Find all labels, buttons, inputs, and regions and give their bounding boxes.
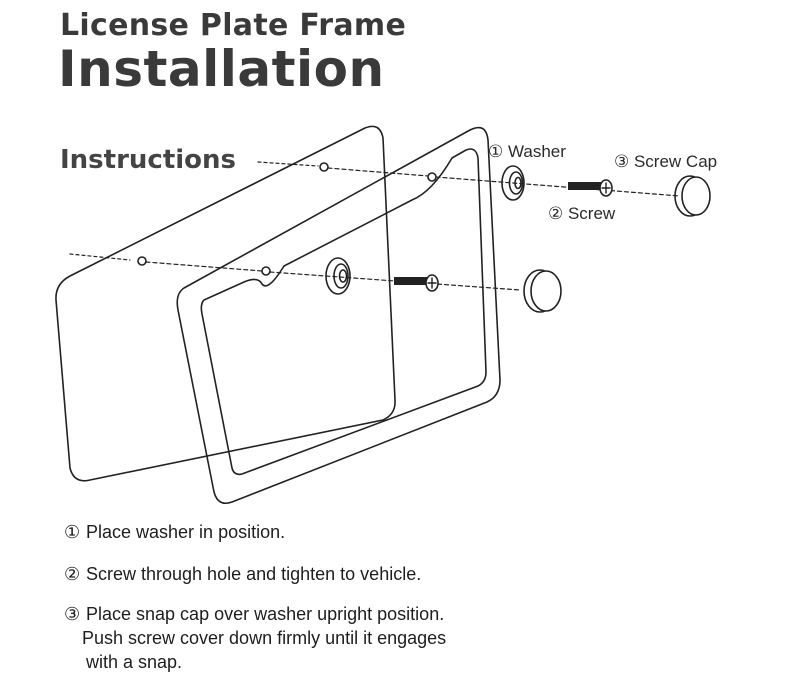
callout-washer: ① Washer	[488, 142, 566, 162]
axis-line	[328, 168, 428, 176]
screw-lower	[394, 275, 438, 291]
plate-hole	[320, 163, 328, 171]
step-text: Place snap cap over washer upright posit…	[86, 604, 444, 624]
leader-line	[258, 162, 318, 166]
screw-cap-lower	[524, 270, 561, 312]
callout-screw-cap: ③ Screw Cap	[614, 152, 717, 172]
frame-outer	[177, 128, 500, 504]
screw-cap-upper	[675, 176, 710, 216]
step-number: ①	[64, 521, 86, 543]
axis-line	[146, 262, 262, 271]
frame-hole	[262, 267, 270, 275]
frame-hole	[428, 173, 436, 181]
license-plate	[56, 126, 395, 480]
step-3-continued: with a snap.	[86, 651, 182, 673]
screw-upper	[568, 180, 612, 196]
leader-line	[70, 254, 130, 260]
callout-screw: ② Screw	[548, 204, 615, 224]
step-number: ②	[64, 563, 86, 585]
step-text: Screw through hole and tighten to vehicl…	[86, 564, 421, 584]
step-3-continued: Push screw cover down firmly until it en…	[82, 627, 446, 649]
plate-hole	[138, 257, 146, 265]
step-text: Place washer in position.	[86, 522, 285, 542]
step-number: ③	[64, 603, 86, 625]
frame-inner	[201, 149, 486, 474]
axis-line	[436, 177, 680, 196]
